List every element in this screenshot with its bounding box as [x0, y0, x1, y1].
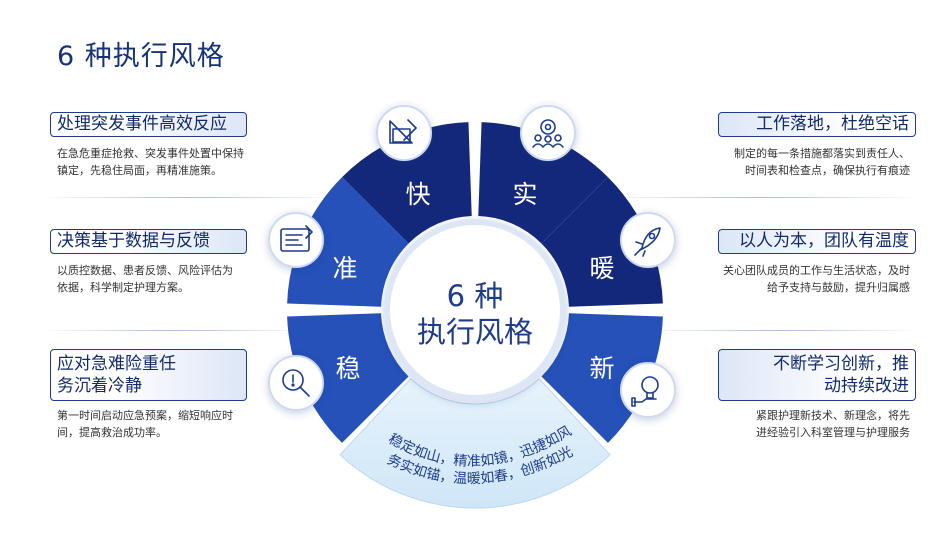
left-desc-2: 以质控数据、患者反馈、风险评估为 依据，科学制定护理方案。 — [57, 262, 233, 296]
center-line-2: 执行风格 — [417, 315, 533, 349]
left-desc-2-line-1: 以质控数据、患者反馈、风险评估为 — [57, 264, 233, 277]
left-desc-1-line-2: 镇定，先稳住局面，再精准施策。 — [57, 164, 222, 177]
lightbulb-hand-icon — [620, 362, 676, 418]
left-desc-1: 在急危重症抢救、突发事件处置中保持 镇定，先稳住局面，再精准施策。 — [57, 145, 244, 179]
right-heading-2: 以人为本，团队有温度 — [718, 229, 916, 254]
left-heading-3: 应对急难险重任 务沉着冷静 — [50, 349, 247, 401]
right-desc-3-line-1: 紧跟护理新技术、新理念，将先 — [756, 409, 910, 422]
right-desc-1-line-1: 制定的每一条措施都落实到责任人、 — [734, 147, 910, 160]
right-desc-2-line-2: 给予支持与鼓励，提升归属感 — [767, 281, 910, 294]
right-desc-2-line-1: 关心团队成员的工作与生活状态，及时 — [723, 264, 910, 277]
left-heading-2-text: 决策基于数据与反馈 — [57, 231, 210, 251]
segment-label-暖: 暖 — [589, 254, 614, 283]
right-desc-1: 制定的每一条措施都落实到责任人、 时间表和检查点，确保执行有痕迹 — [734, 145, 910, 179]
page-title: 6 种执行风格 — [57, 41, 225, 72]
right-heading-1: 工作落地，杜绝空话 — [718, 112, 916, 137]
center-line-1: 6 种 — [447, 279, 504, 313]
right-desc-2: 关心团队成员的工作与生活状态，及时 给予支持与鼓励，提升归属感 — [723, 262, 910, 296]
center-circle — [384, 219, 566, 401]
bottom-arc-band — [339, 378, 611, 509]
divider-right-2 — [640, 330, 920, 331]
right-desc-3: 紧跟护理新技术、新理念，将先 进经验引入科室管理与护理服务 — [756, 407, 910, 441]
left-heading-2: 决策基于数据与反馈 — [50, 229, 247, 254]
segment-label-准: 准 — [332, 254, 357, 283]
segment-快 — [342, 122, 472, 244]
magnifier-alert-icon — [268, 355, 324, 411]
segment-稳 — [287, 313, 409, 443]
divider-right-1 — [600, 197, 920, 198]
left-desc-1-line-1: 在急危重症抢救、突发事件处置中保持 — [57, 147, 244, 160]
left-heading-3-line-1: 应对急难险重任 — [57, 354, 176, 374]
segment-实 — [478, 122, 608, 244]
segment-label-稳: 稳 — [335, 354, 360, 383]
left-desc-3-line-1: 第一时间启动应急预案，缩短响应时 — [57, 409, 233, 422]
divider-left-1 — [40, 197, 340, 198]
icons-layer — [268, 105, 676, 418]
left-heading-3-line-2: 务沉着冷静 — [57, 376, 142, 396]
left-desc-3: 第一时间启动应急预案，缩短响应时 间，提高救治成功率。 — [57, 407, 233, 441]
drafting-tools-icon — [376, 105, 432, 161]
labels-layer: 快 实暖新 稳 准 — [332, 180, 614, 383]
segment-暖 — [541, 177, 663, 307]
rocket-icon — [620, 212, 676, 268]
right-desc-1-line-2: 时间表和检查点，确保执行有痕迹 — [745, 164, 910, 177]
left-heading-1: 处理突发事件高效反应 — [50, 112, 247, 137]
team-gear-icon — [520, 105, 576, 161]
segment-label-实: 实 — [512, 180, 537, 209]
left-desc-3-line-2: 间，提高救治成功率。 — [57, 426, 167, 439]
left-desc-2-line-2: 依据，科学制定护理方案。 — [57, 281, 189, 294]
segment-label-新: 新 — [589, 354, 614, 383]
right-heading-3: 不断学习创新，推 动持续改进 — [718, 349, 916, 401]
right-desc-3-line-2: 进经验引入科室管理与护理服务 — [756, 426, 910, 439]
divider-left-2 — [40, 330, 310, 331]
right-heading-2-text: 以人为本，团队有温度 — [739, 231, 909, 251]
right-heading-3-line-1: 不断学习创新，推 — [773, 354, 909, 374]
right-heading-1-text: 工作落地，杜绝空话 — [756, 114, 909, 134]
right-heading-3-line-2: 动持续改进 — [824, 376, 909, 396]
left-heading-1-text: 处理突发事件高效反应 — [57, 114, 227, 134]
segment-label-快: 快 — [405, 180, 430, 209]
blueprint-icon — [268, 212, 324, 268]
segment-准 — [287, 177, 409, 307]
